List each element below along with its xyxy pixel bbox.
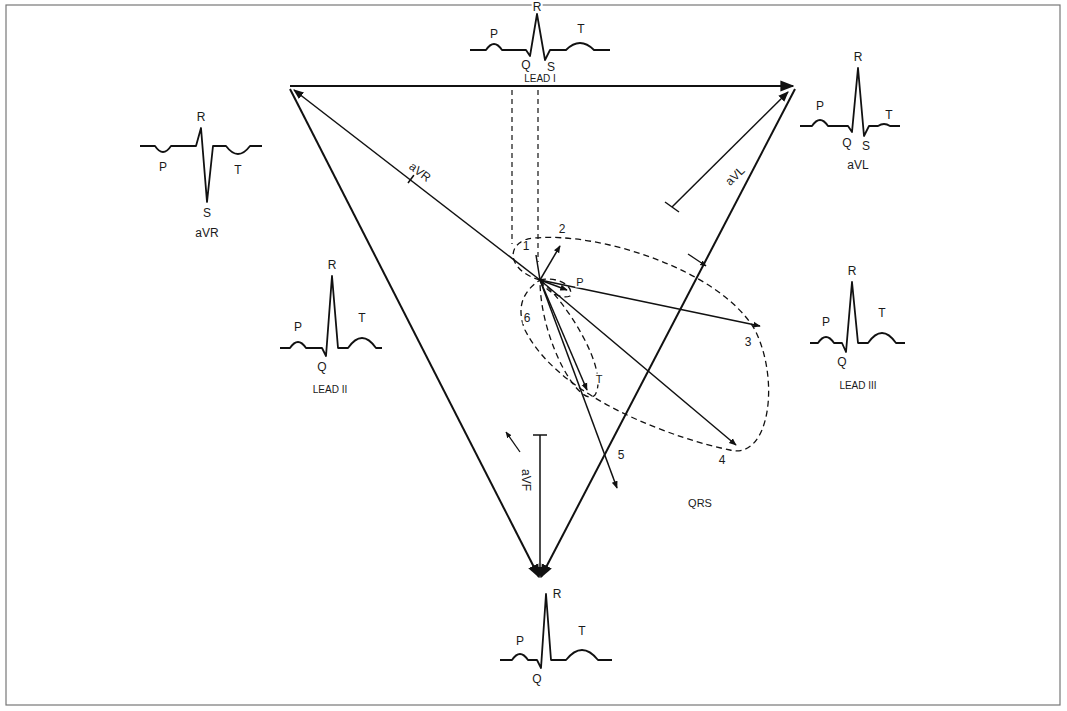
wave-label: Q [520, 59, 531, 71]
wave-label: P [293, 321, 303, 333]
vector [540, 246, 560, 280]
projection-line [537, 90, 538, 262]
vector-label: P [575, 277, 584, 288]
waveform [800, 68, 900, 136]
wave-label: T [577, 625, 586, 637]
vector-number: 4 [718, 454, 727, 466]
wave-label: T [877, 307, 886, 319]
projection-line [511, 90, 512, 244]
lead-name: LEAD I [523, 74, 557, 84]
waveform [470, 14, 610, 60]
vector [540, 280, 587, 390]
wave-label: R [532, 1, 543, 13]
augmented-axes [294, 90, 788, 576]
wave-label: P [515, 635, 525, 647]
instant-vectors [536, 246, 760, 488]
waveform [280, 276, 382, 356]
vector-number: 5 [617, 449, 626, 461]
direction-arrow [688, 254, 706, 266]
wave-label: Q [316, 361, 327, 373]
vector-number: 3 [744, 336, 753, 348]
avl-axis [672, 92, 788, 207]
ecg-waveforms [140, 14, 905, 668]
vector-number: 1 [522, 240, 531, 252]
frame [6, 5, 1060, 705]
wave-label: R [853, 51, 864, 63]
lead-axis [290, 85, 793, 87]
avf-axis [539, 435, 541, 576]
wave-label: S [861, 140, 871, 152]
lead-name: LEAD III [838, 381, 877, 391]
wave-label: T [884, 109, 893, 121]
vector-number: 6 [523, 312, 532, 324]
vector-number: 2 [558, 223, 567, 235]
vector-label: T [595, 374, 604, 385]
axis-tick [408, 175, 414, 183]
axis-tick [665, 202, 679, 212]
triangle-leads [290, 86, 795, 577]
wave-label: T [357, 312, 366, 324]
vector [540, 280, 760, 326]
wave-label: R [196, 111, 207, 123]
wave-label: T [576, 23, 585, 35]
wave-label: R [552, 588, 563, 600]
wave-label: P [489, 28, 499, 40]
vector-loops [513, 237, 769, 450]
wave-label: T [233, 164, 242, 176]
wave-label: P [815, 100, 825, 112]
wave-label: R [327, 259, 338, 271]
lead-name: aVL [846, 159, 869, 171]
vector [536, 255, 540, 280]
t-loop [540, 280, 598, 397]
loop-label: QRS [687, 498, 713, 509]
axis-tick [533, 434, 547, 436]
waveform [500, 594, 612, 668]
lead-name: LEAD II [312, 385, 348, 395]
wave-label: Q [531, 673, 542, 685]
wave-label: P [158, 161, 168, 173]
axis-label: aVL [722, 164, 747, 189]
direction-arrow [506, 432, 520, 452]
loop-direction [506, 254, 706, 452]
wave-label: R [847, 265, 858, 277]
qrs-loop [513, 237, 769, 450]
avr-axis [294, 90, 540, 280]
wave-label: P [821, 316, 831, 328]
waveform [140, 128, 262, 202]
projection-lines [512, 90, 538, 262]
vector [540, 280, 736, 445]
wave-label: Q [836, 356, 847, 368]
lead-name: aVR [194, 227, 219, 239]
wave-label: S [202, 207, 212, 219]
axis-label: aVR [406, 160, 433, 185]
wave-label: S [546, 61, 556, 73]
wave-label: Q [841, 137, 852, 149]
axis-label: aVF [520, 468, 532, 492]
vector [540, 280, 617, 488]
waveform [810, 282, 905, 352]
